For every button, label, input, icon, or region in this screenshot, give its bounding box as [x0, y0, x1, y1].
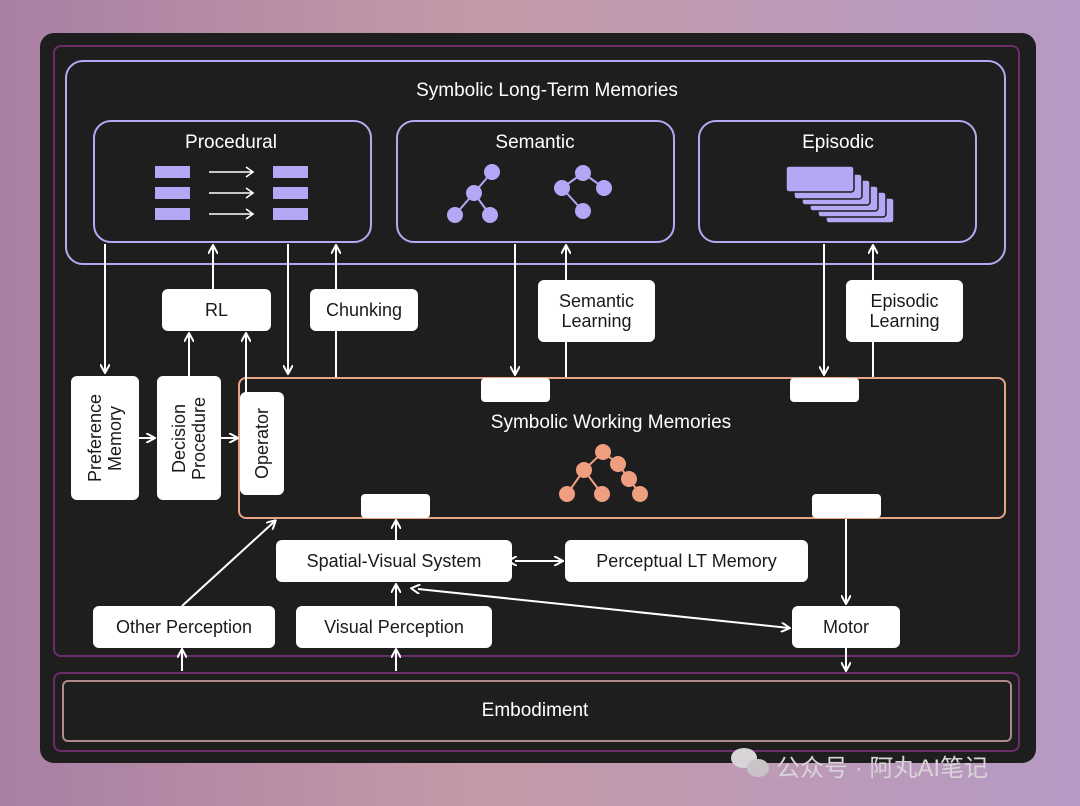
- arrow-spatial-motor: [418, 589, 789, 628]
- embodiment-label: Embodiment: [481, 700, 589, 721]
- wm-port-motor: [812, 494, 881, 518]
- working-memories-title: Symbolic Working Memories: [490, 412, 732, 433]
- cognitive-architecture-container: [53, 45, 1020, 657]
- semantic-graph-icon: [447, 164, 612, 223]
- episodic-stack-icon: [785, 165, 895, 224]
- chunking-box: Chunking: [310, 289, 418, 331]
- procedural-rules-icon: [155, 166, 308, 220]
- semantic-memory-box: [396, 120, 675, 243]
- wechat-icon: [731, 748, 769, 777]
- embodiment-box: [62, 680, 1012, 742]
- motor-box: Motor: [792, 606, 900, 648]
- semantic-memory-label: Semantic: [495, 132, 575, 153]
- spatial-visual-system-box: Spatial-Visual System: [276, 540, 512, 582]
- wm-port-episodic: [790, 378, 859, 402]
- episodic-memory-box: [698, 120, 977, 243]
- watermark-text: 公众号 · 阿丸AI笔记: [776, 755, 989, 782]
- perceptual-lt-memory-box: Perceptual LT Memory: [565, 540, 808, 582]
- procedural-memory-label: Procedural: [185, 132, 277, 153]
- embodiment-container: [53, 672, 1020, 752]
- procedural-arrows-icon: [209, 166, 255, 220]
- rl-box: RL: [162, 289, 271, 331]
- semantic-learning-box: Semantic Learning: [538, 280, 655, 342]
- wm-port-spatial: [361, 494, 430, 518]
- procedural-memory-box: [93, 120, 372, 243]
- long-term-memories-panel: [65, 60, 1006, 265]
- long-term-memories-title: Symbolic Long-Term Memories: [416, 80, 678, 101]
- other-perception-box: Other Perception: [93, 606, 275, 648]
- working-memories-panel: [238, 377, 1006, 519]
- arrow-other-to-wm: [181, 521, 275, 607]
- wm-port-semantic: [481, 378, 550, 402]
- episodic-memory-label: Episodic: [802, 132, 874, 153]
- working-memory-graph-icon: [559, 444, 648, 502]
- episodic-learning-box: Episodic Learning: [846, 280, 963, 342]
